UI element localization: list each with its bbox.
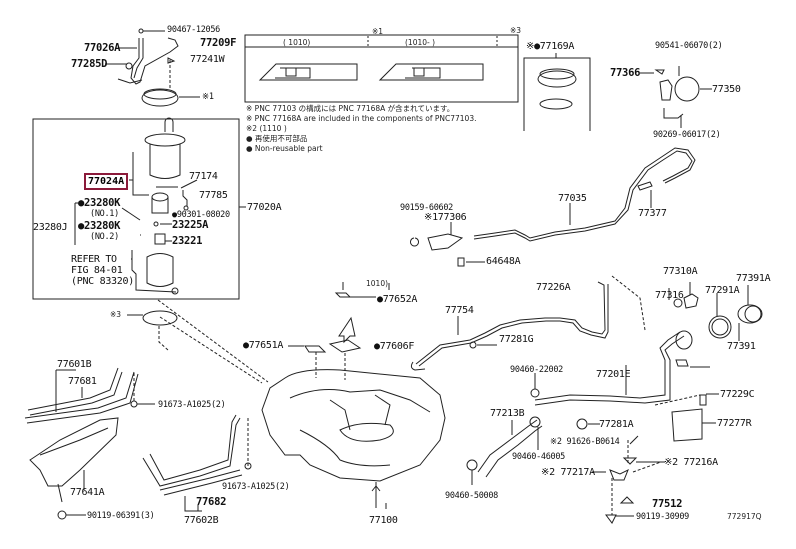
part-77226A[interactable]: 77226A	[536, 282, 571, 293]
part-90301-08020[interactable]: ●90301-08020	[172, 210, 230, 220]
part-90460-50008[interactable]: 90460-50008	[445, 491, 498, 501]
part-77020A[interactable]: 77020A	[247, 202, 282, 213]
leader-dashed	[157, 299, 269, 383]
mark-ref-3-gasket: ※3	[110, 310, 122, 319]
inset-header-mark: ※1	[372, 27, 384, 36]
refer-text-1: REFER TO	[71, 254, 117, 265]
refer-text-3: (PNC 83320)	[71, 276, 134, 287]
tank-fittings-drawing	[288, 282, 390, 380]
part-23225A[interactable]: 23225A	[172, 219, 209, 231]
part-64648A[interactable]: 64648A	[486, 256, 521, 267]
inset-col-2: (1010- )	[405, 38, 436, 47]
part-77291A[interactable]: 77291A	[705, 285, 740, 296]
part-77169A[interactable]: ※●77169A	[526, 41, 575, 52]
part-77316[interactable]: 77316	[655, 290, 684, 301]
part-90460-46005[interactable]: 90460-46005	[512, 452, 565, 462]
part-23221[interactable]: 23221	[172, 235, 203, 247]
inset-note-1: ※ PNC 77103 の構成には PNC 77168A が含まれています。	[246, 104, 455, 113]
part-77281A[interactable]: 77281A	[599, 419, 634, 430]
sender-tube-assembly-drawing	[105, 28, 200, 107]
part-77602B[interactable]: 77602B	[184, 515, 219, 526]
part-90159-60602[interactable]: 90159-60602	[400, 203, 453, 213]
inset-col-1: ( 1010)	[283, 38, 311, 47]
part-77377[interactable]: 77377	[638, 208, 667, 219]
mark-ref-3: ※3	[510, 26, 522, 35]
part-91673-A1025-b[interactable]: 91673-A1025(2)	[222, 482, 290, 492]
part-77350[interactable]: 77350	[712, 84, 741, 95]
filler-pipe-drawing	[534, 282, 763, 442]
part-77241W[interactable]: 77241W	[190, 54, 225, 65]
part-77229C[interactable]: 77229C	[720, 389, 755, 400]
paren-1010: 1010)	[366, 279, 389, 288]
part-77785[interactable]: 77785	[199, 190, 228, 201]
part-90467-12056[interactable]: 90467-12056	[167, 25, 220, 35]
part-77681[interactable]: 77681	[68, 376, 97, 387]
fuel-pump-subassembly-frame	[32, 117, 246, 300]
part-91626-B0614[interactable]: ※2 91626-B0614	[550, 437, 620, 447]
part-23280K-no2[interactable]: ●23280K	[78, 220, 121, 232]
part-77174[interactable]: 77174	[189, 171, 218, 182]
figure-id: 772917Q	[727, 512, 762, 521]
part-23280J[interactable]: 23280J	[33, 222, 68, 233]
part-77366[interactable]: 77366	[610, 67, 641, 79]
inset-note-3: ※2 (1110 )	[246, 124, 287, 133]
part-77641A[interactable]: 77641A	[70, 487, 105, 498]
part-77391A[interactable]: 77391A	[736, 273, 771, 284]
vent-tube-drawing	[410, 147, 696, 267]
part-77651A[interactable]: ●77651A	[243, 340, 284, 351]
gasket-kit-box	[523, 53, 591, 131]
part-77100[interactable]: 77100	[369, 515, 398, 526]
inset-note-4: ● 再使用不可部品	[246, 134, 308, 143]
part-77652A[interactable]: ●77652A	[377, 294, 418, 305]
part-77391[interactable]: 77391	[727, 341, 756, 352]
part-90541-06070[interactable]: 90541-06070(2)	[655, 41, 723, 51]
inset-note-2: ※ PNC 77168A are included in the compone…	[246, 114, 477, 123]
inset-table-frame	[244, 34, 519, 103]
part-77285D[interactable]: 77285D	[71, 58, 108, 70]
part-90269-06017[interactable]: 90269-06017(2)	[653, 130, 721, 140]
bracket-assembly-drawing	[592, 435, 665, 524]
part-90119-06391[interactable]: 90119-06391(3)	[87, 511, 155, 521]
part-77306[interactable]: ※177306	[424, 212, 467, 223]
part-77606F[interactable]: ●77606F	[374, 341, 415, 352]
part-77201E[interactable]: 77201E	[596, 369, 631, 380]
inset-note-5: ● Non-reusable part	[246, 144, 323, 153]
part-23280K-no2-sub: (NO.2)	[90, 232, 119, 242]
pump-gasket-drawing	[127, 310, 263, 384]
fuel-filler-door-drawing	[640, 66, 712, 128]
part-77277R[interactable]: 77277R	[717, 418, 752, 429]
part-23280K-no1[interactable]: ●23280K	[78, 197, 121, 209]
part-77217A[interactable]: ※2 77217A	[541, 467, 595, 478]
part-77682[interactable]: 77682	[196, 496, 227, 508]
part-77281G[interactable]: 77281G	[499, 334, 534, 345]
part-90460-22002[interactable]: 90460-22002	[510, 365, 563, 375]
mark-ref-1: ※1	[202, 92, 214, 102]
part-23280K-no1-sub: (NO.1)	[90, 209, 119, 219]
part-77601B[interactable]: 77601B	[57, 359, 92, 370]
part-77754[interactable]: 77754	[445, 305, 474, 316]
refer-link[interactable]: FIG 84-01	[71, 265, 123, 276]
filler-hose-drawing	[466, 365, 627, 485]
part-77310A[interactable]: 77310A	[663, 266, 698, 277]
part-77213B[interactable]: 77213B	[490, 408, 525, 419]
breather-tubes-drawing	[410, 275, 646, 371]
part-77209F[interactable]: 77209F	[200, 37, 237, 49]
tank-bands-drawing	[24, 367, 252, 520]
part-77512[interactable]: 77512	[652, 498, 683, 510]
part-77026A[interactable]: 77026A	[84, 42, 121, 54]
part-77216A[interactable]: ※2 77216A	[664, 457, 718, 468]
part-90119-30909[interactable]: 90119-30909	[636, 512, 689, 522]
part-77024A-highlighted[interactable]: 77024A	[84, 173, 129, 190]
part-91673-A1025-a[interactable]: 91673-A1025(2)	[158, 400, 226, 410]
part-77035[interactable]: 77035	[558, 193, 587, 204]
fuel-tank-drawing	[261, 369, 446, 509]
